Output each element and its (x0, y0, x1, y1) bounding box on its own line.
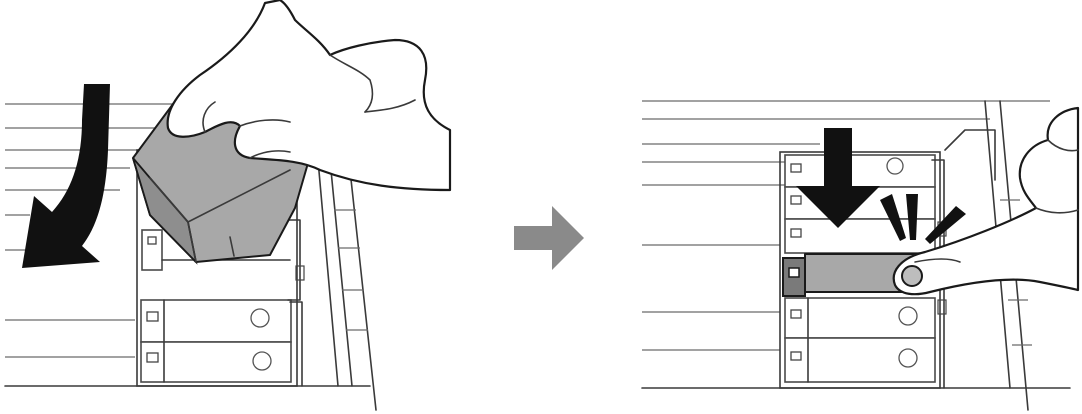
transition-arrow-icon (514, 206, 584, 270)
curved-down-arrow-icon (22, 84, 110, 268)
installed-cartridge-slot-1 (785, 155, 935, 187)
step-1-panel (5, 0, 450, 410)
step-2-panel (642, 101, 1078, 410)
